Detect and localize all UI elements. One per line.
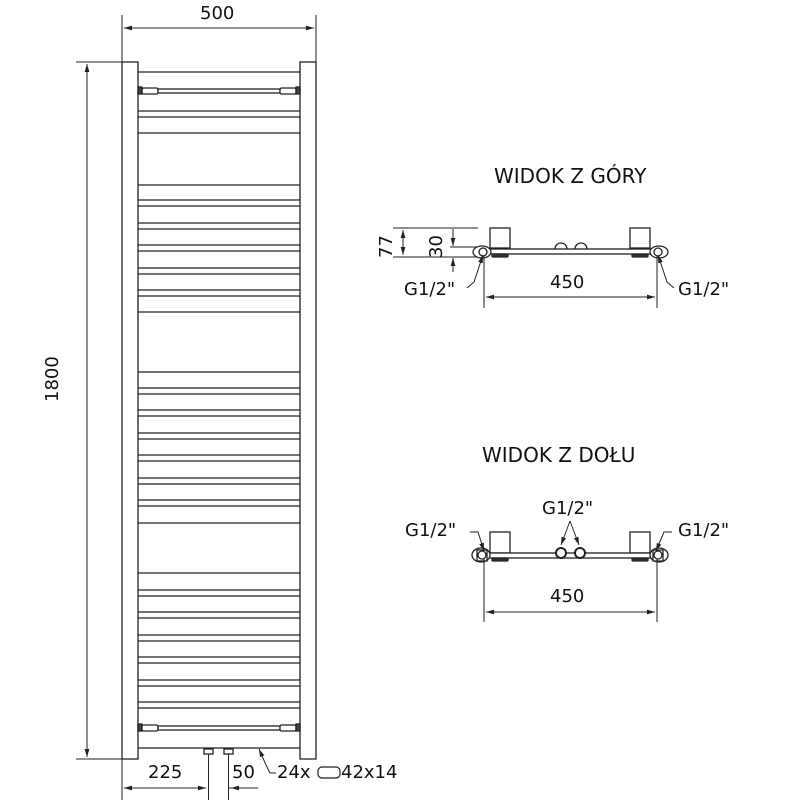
offset-label: 225 (148, 762, 183, 783)
inlet-port-icon (555, 547, 567, 559)
top-view-offset-label: 30 (426, 235, 447, 258)
front-view (76, 15, 341, 800)
height-label: 1800 (42, 356, 63, 402)
bars-size-label: 42x14 (341, 762, 398, 783)
bars-count-label: 24x (277, 762, 311, 783)
bottom-view-center-connection: G1/2" (542, 498, 594, 519)
bottom-view-title: WIDOK Z DOŁU (482, 443, 636, 467)
left-column (121, 61, 139, 760)
bottom-view-span-label: 450 (550, 586, 585, 607)
top-view-bar (485, 248, 655, 255)
outlet-port-icon (574, 547, 586, 559)
top-view (393, 227, 675, 308)
bottom-connector-left (203, 748, 214, 755)
bottom-view-bar (485, 552, 655, 559)
rounded-rect-profile-icon (317, 766, 341, 779)
bottom-view-left-connection: G1/2" (405, 520, 457, 541)
top-towel-rail (137, 86, 301, 95)
top-view-depth-label: 77 (376, 235, 397, 258)
top-view-right-connection: G1/2" (678, 279, 730, 300)
bars-callout-leader (258, 748, 276, 774)
bottom-view (470, 520, 672, 622)
top-view-title: WIDOK Z GÓRY (494, 164, 647, 188)
top-view-left-connection: G1/2" (404, 279, 456, 300)
bottom-towel-rail (137, 723, 301, 732)
width-label: 500 (200, 3, 235, 24)
top-view-span-label: 450 (550, 272, 585, 293)
spacing-label: 50 (232, 762, 255, 783)
horizontal-bars (138, 71, 300, 749)
bottom-view-right-connection: G1/2" (678, 520, 730, 541)
right-column (299, 61, 317, 760)
bottom-connector-right (223, 748, 234, 755)
